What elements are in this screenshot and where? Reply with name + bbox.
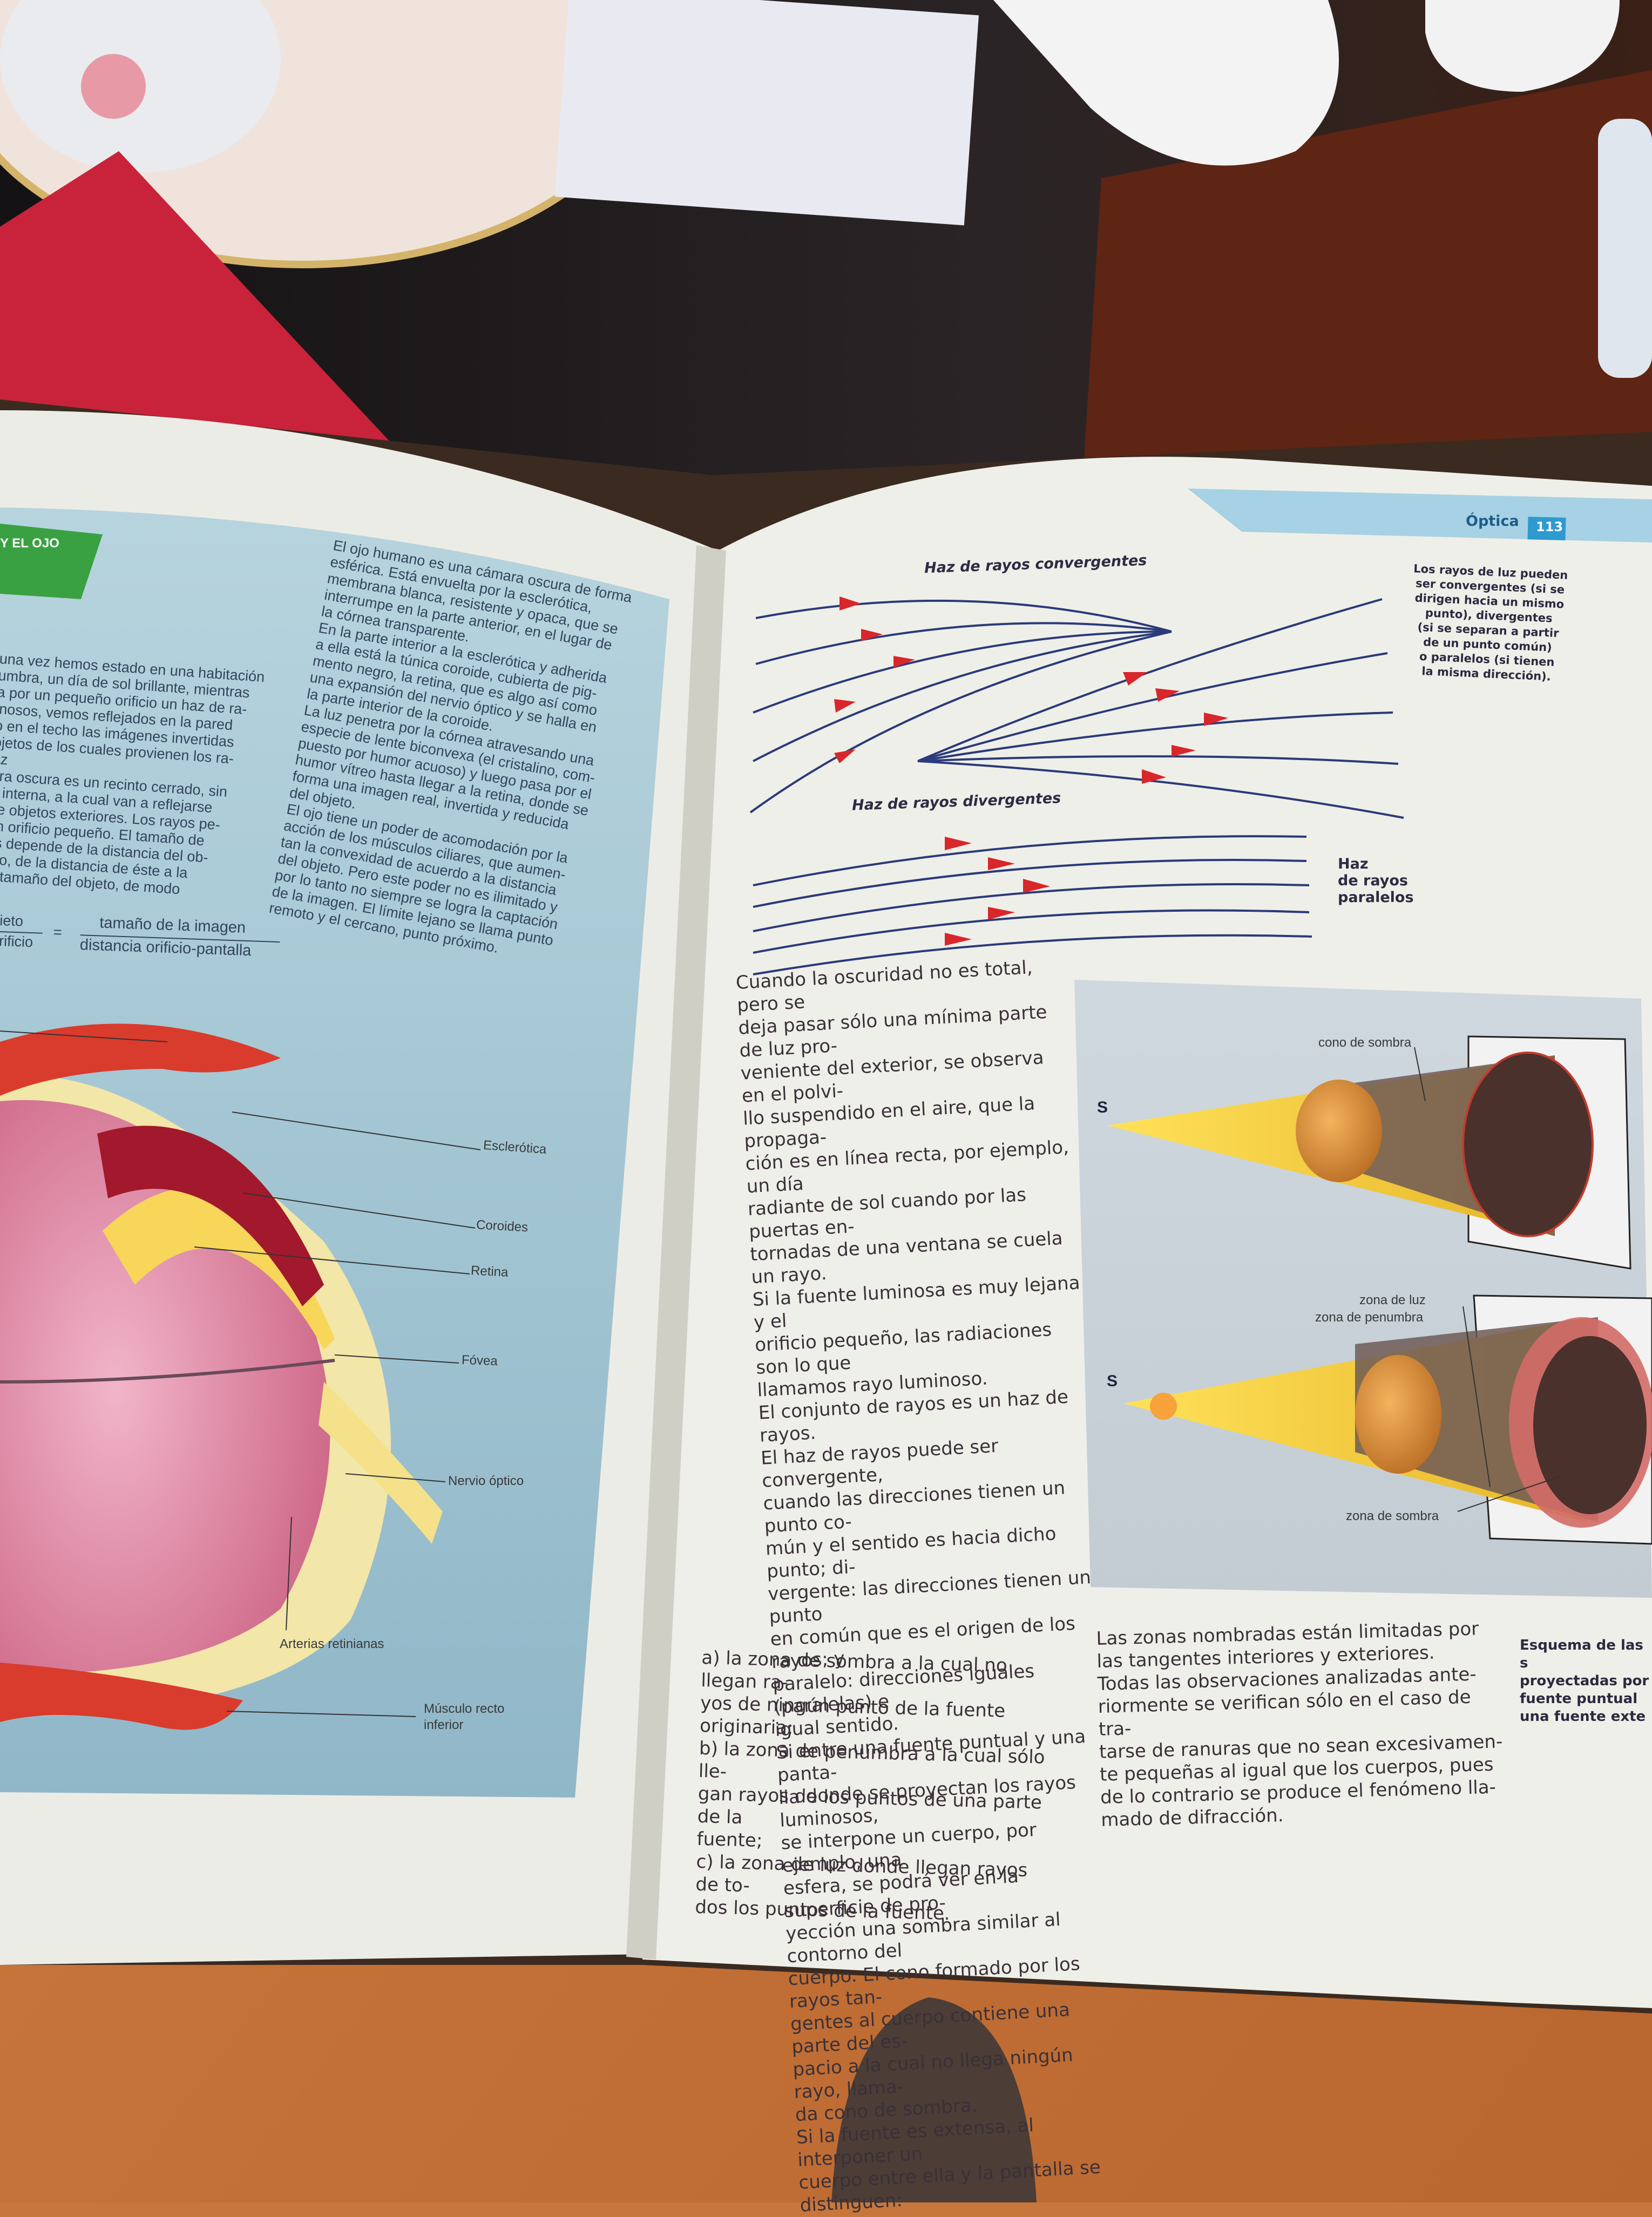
shoe — [831, 1997, 1037, 2202]
parallel-rays — [753, 835, 1312, 975]
text-line: de rayos — [1338, 872, 1408, 889]
eye-leader-lines — [0, 1030, 481, 1717]
section-tab-label: Y EL OJO — [0, 536, 59, 551]
eye-illustration — [0, 1023, 443, 1730]
paper-sheet — [554, 0, 979, 226]
label-shadow-cone: cono de sombra — [1318, 1035, 1412, 1050]
text-line: Esquema de las s — [1520, 1637, 1643, 1671]
formula-left-top: ieto — [0, 912, 24, 930]
page-number: 113 — [1536, 519, 1563, 534]
label-fovea: Fóvea — [461, 1352, 498, 1369]
label-source-bottom: S — [1107, 1372, 1118, 1390]
label-rectus-muscle-2: inferior — [424, 1718, 464, 1732]
bottom-text-block: Las zonas nombradas están limitadas por … — [1096, 1617, 1512, 1832]
text-line: paralelos — [1338, 889, 1414, 906]
text-line: fuente puntual — [1520, 1691, 1638, 1707]
text-line: proyectadas por — [1520, 1673, 1649, 1689]
page-number-box — [1527, 517, 1566, 541]
label-retina: Retina — [470, 1263, 509, 1280]
white-cup — [1425, 0, 1620, 92]
parallel-rays-title: Haz de rayos paralelos — [1338, 856, 1414, 906]
shadow-diagram-top — [1107, 1035, 1631, 1270]
bottle — [1598, 119, 1652, 378]
convergent-rays — [749, 599, 1172, 813]
main-text-block: Cuando la oscuridad no es total, pero se… — [735, 954, 1129, 2217]
formula-equals: = — [53, 924, 63, 941]
figure-caption: Esquema de las s proyectadas por fuente … — [1520, 1637, 1649, 1726]
cup-flower-decoration — [81, 54, 146, 119]
label-source-top: S — [1097, 1099, 1108, 1116]
convergent-arrows — [834, 596, 915, 763]
page-gutter-shadow — [626, 545, 726, 1960]
label-retinal-arteries: Arterias retinianas — [280, 1637, 384, 1651]
red-folder — [0, 151, 421, 486]
shadow-diagram-bottom — [1123, 1294, 1652, 1545]
label-shadow-zone: zona de sombra — [1346, 1509, 1439, 1523]
white-device — [993, 0, 1339, 166]
wood-table-edge — [1080, 70, 1652, 529]
label-light-zone: zona de luz — [1359, 1293, 1426, 1307]
label-optic-nerve: Nervio óptico — [448, 1474, 524, 1488]
formula-left-bottom: rificio — [0, 932, 33, 951]
header-section-title: Óptica — [1466, 513, 1519, 530]
intro-text-block: una vez hemos estado en una habitación u… — [0, 650, 302, 905]
parallel-arrows — [945, 837, 1050, 946]
section-tab — [0, 524, 103, 599]
label-choroid: Coroides — [476, 1217, 529, 1235]
side-note: Los rayos de luz pueden ser convergentes… — [1405, 561, 1572, 685]
eye-text-block: El ojo humano es una cámara oscura de fo… — [268, 537, 664, 974]
text-line: Haz — [1338, 856, 1369, 872]
label-rectus-muscle: Músculo recto — [424, 1701, 505, 1716]
divergent-arrows — [1123, 672, 1228, 784]
label-penumbra-zone: zona de penumbra — [1315, 1310, 1424, 1325]
zone-list-block: a) la zona de sombra a la cual no llegan… — [695, 1646, 1058, 1928]
text-line: una fuente exte — [1520, 1708, 1646, 1725]
